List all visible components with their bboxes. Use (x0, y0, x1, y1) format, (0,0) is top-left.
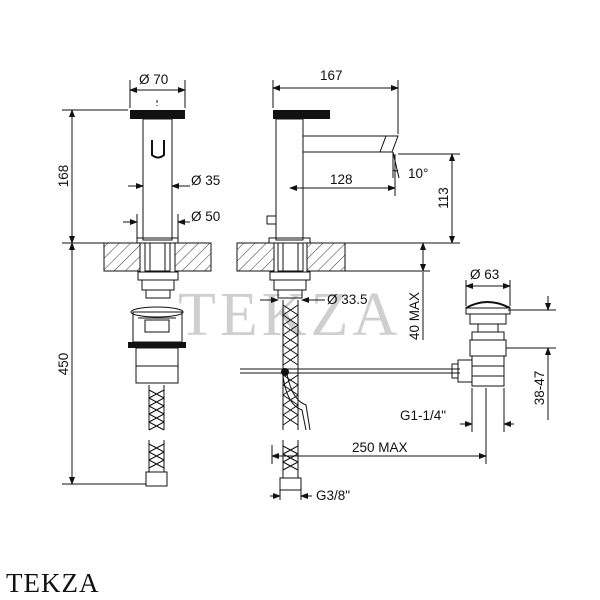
braided-hoses-left (145, 385, 168, 487)
dimension-label: 128 (330, 172, 353, 187)
dimension-label: Ø 63 (470, 267, 499, 282)
dimension-label: 113 (436, 187, 451, 209)
brand-label: TEKZA (6, 568, 99, 598)
dimension-label: Ø 50 (191, 209, 220, 224)
dimension-label: 40 MAX (407, 292, 422, 340)
dimension-label: 250 MAX (352, 440, 408, 455)
dimension-label: Ø 33.5 (327, 292, 368, 307)
dimension-label: 38-47 (532, 371, 547, 406)
dimension-label: G3/8" (316, 488, 350, 503)
waste-drain-view (451, 280, 556, 432)
dimension-label: 450 (56, 353, 71, 376)
faucet-front-view (236, 80, 487, 500)
dimension-label: 10° (408, 166, 428, 181)
dimension-label: 168 (56, 165, 71, 188)
dimension-label: 167 (320, 68, 343, 83)
dimension-label: Ø 70 (139, 72, 168, 87)
dimension-label: G1-1/4" (400, 408, 446, 423)
dimension-label: Ø 35 (191, 173, 220, 188)
faucet-side-view (62, 80, 212, 487)
